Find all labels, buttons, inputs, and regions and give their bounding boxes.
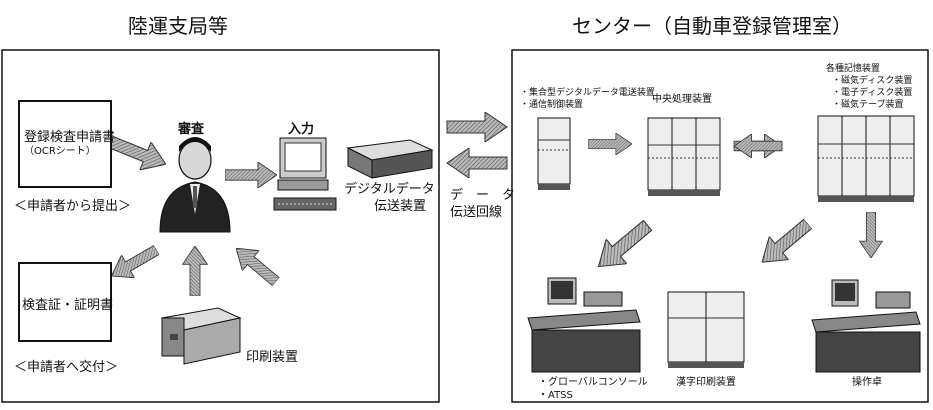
storage-title: 各種記憶装置: [826, 64, 881, 74]
transmitter-label-line2: 伝送装置: [374, 199, 427, 214]
transmitter-device: [346, 139, 434, 179]
arrow-review-to-input: [225, 162, 277, 188]
deliver-note: ＜申請者へ交付＞: [14, 360, 119, 375]
link-label-line2: 伝送回線: [450, 205, 503, 220]
arrow-printer-to-review: [227, 238, 285, 292]
storage-cabinets: [817, 115, 915, 202]
arrow-to-console: [587, 212, 659, 280]
comm-device-1: ・集合型デジタルデータ電送装置: [520, 88, 655, 98]
application-form-box: 登録検査申請書 （OCRシート）: [18, 100, 116, 188]
arrow-to-kanji: [752, 212, 818, 274]
application-form-line2: （OCRシート）: [24, 146, 96, 157]
left-panel-frame: [1, 49, 440, 403]
arrow-from-center: [446, 148, 508, 178]
right-panel-title: センター（自動車登録管理室）: [572, 14, 852, 38]
operator-desk: [811, 279, 921, 373]
transmitter-label-line1: デジタルデータ: [344, 182, 435, 197]
application-form-line1: 登録検査申請書: [24, 130, 116, 145]
kanji-printer-label: 漢字印刷装置: [676, 377, 736, 388]
printer-label: 印刷装置: [246, 350, 299, 365]
cpu-cabinets: [647, 117, 721, 196]
arrow-to-center: [446, 112, 508, 142]
operator-desk-label: 操作卓: [852, 377, 882, 388]
left-panel-title: 陸運支局等: [128, 14, 228, 38]
storage-item-2: ・電子ディスク装置: [832, 88, 913, 98]
cpu-label: 中央処理装置: [652, 94, 712, 105]
right-panel-frame: [511, 49, 929, 403]
kanji-printer: [667, 291, 745, 368]
arrow-up-to-review: [182, 246, 208, 296]
link-label-line1: デ ー タ: [450, 188, 516, 203]
submit-note: ＜申請者から提出＞: [14, 199, 132, 214]
input-label: 入力: [288, 122, 315, 137]
certificate-box: 検査証・証明書: [18, 262, 114, 342]
comm-cabinet: [537, 117, 571, 190]
input-terminal: [273, 137, 337, 211]
review-label: 審査: [178, 122, 205, 137]
console-label-2: ・ATSS: [538, 390, 573, 401]
arrow-to-certificate: [104, 238, 164, 288]
storage-item-1: ・磁気ディスク装置: [832, 76, 913, 86]
arrow-to-operator: [859, 212, 883, 258]
arrow-comm-to-cpu: [588, 133, 632, 155]
printer-device: [160, 307, 242, 365]
storage-item-3: ・磁気テープ装置: [832, 100, 904, 110]
comm-device-2: ・通信制御装置: [520, 100, 584, 110]
arrow-storage-back: [733, 134, 783, 158]
reviewer-figure: [159, 137, 231, 233]
global-console: [527, 277, 641, 373]
certificate-label: 検査証・証明書: [22, 298, 114, 313]
console-label-1: ・グローバルコンソール: [538, 377, 648, 388]
